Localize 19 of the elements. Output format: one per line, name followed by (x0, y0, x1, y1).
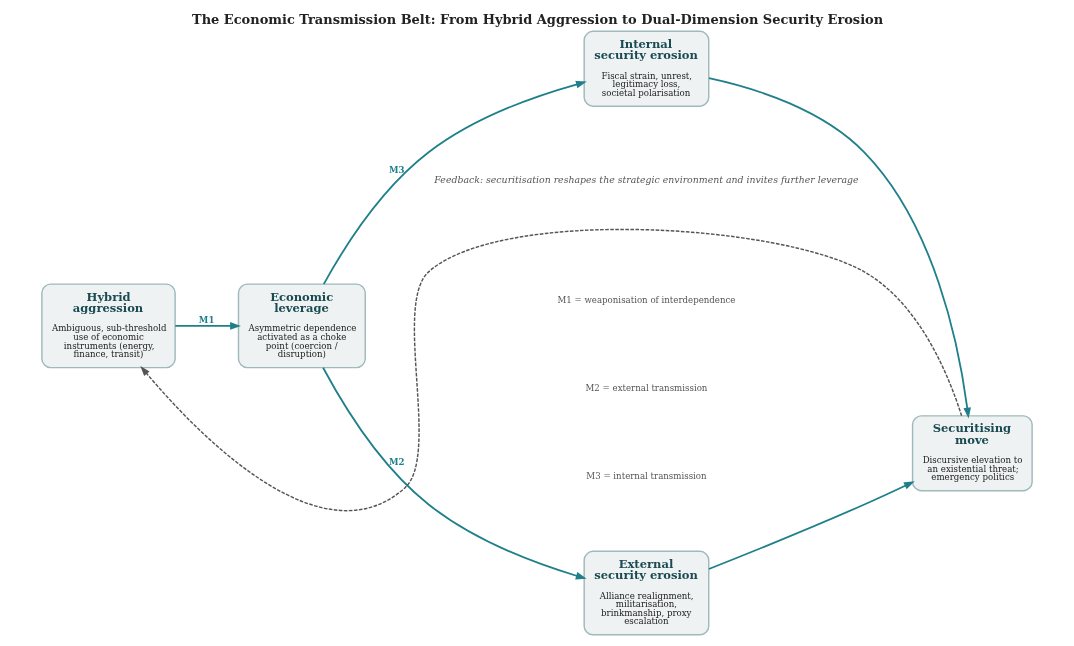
edge-label: M2 (389, 456, 405, 467)
arrow (322, 366, 587, 580)
arrow (708, 481, 915, 570)
label: M2 = external transmission (585, 382, 708, 393)
arrow (708, 77, 971, 419)
arrow (174, 322, 241, 330)
node-box: Securitising move Discursive elevation to an existential threat; emergency politics (911, 415, 1033, 492)
arrow (322, 80, 587, 285)
edge-label: M3 (389, 164, 405, 175)
diagram-title: The Economic Transmission Belt: From Hybrid Aggression to Dual-Dimension Security Erosion (192, 11, 884, 27)
edge-label: M1 (198, 314, 215, 325)
arrow (140, 228, 963, 512)
node-box: External security erosion Alliance realignment, militarisation, brinkmanship, proxy escalation (583, 550, 710, 636)
node-box: Hybrid aggression Ambiguous, sub-threshold use of economic instruments (energy, finance, transit) (41, 283, 176, 369)
node-box: Economic leverage Asymmetric dependence activated as a choke point (coercion / disruption) (237, 283, 366, 369)
node-box: Internal security erosion Fiscal strain, unrest, legitimacy loss, societal polarisation (583, 30, 710, 107)
caption: Feedback: securitisation reshapes the strategic environment and invites further leverage (434, 173, 859, 185)
label: M1 = weaponisation of interdependence (557, 294, 736, 305)
label: M3 = internal transmission (586, 470, 707, 481)
